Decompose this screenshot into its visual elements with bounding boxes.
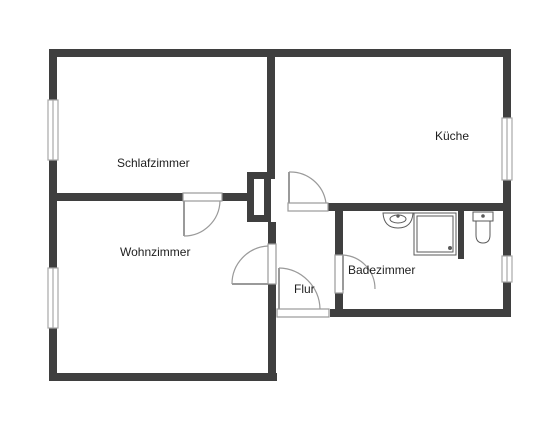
window-bedroom (47, 99, 59, 161)
shaft-inner (254, 179, 264, 215)
wall-hall-bath-lower (335, 293, 343, 317)
door-entrance (276, 267, 330, 318)
label-kueche: Küche (435, 129, 469, 143)
door-bedroom (182, 192, 223, 237)
door-kitchen (287, 171, 329, 212)
label-schlafzimmer: Schlafzimmer (117, 156, 190, 170)
window-living (47, 267, 59, 329)
wall-bedroom-kitchen (267, 49, 275, 179)
wall-living-hall-upper (268, 222, 276, 244)
wall-bottom-bath (330, 309, 511, 317)
wall-right (503, 49, 511, 317)
walls (49, 49, 511, 381)
wall-shower (458, 211, 464, 259)
wall-hall-bath-upper (335, 203, 343, 255)
wall-left (49, 49, 57, 381)
door-living (231, 243, 277, 285)
window-bathroom (501, 255, 513, 283)
window-kitchen (501, 117, 513, 181)
room-labels: Schlafzimmer Küche Wohnzimmer Flur Badez… (117, 129, 469, 296)
wall-kitchen-bath (328, 203, 511, 211)
doors (182, 171, 376, 318)
wall-living-hall-lower (268, 284, 276, 381)
wall-bedroom-living-left (49, 193, 183, 201)
label-flur: Flur (294, 282, 315, 296)
wall-top (49, 49, 511, 57)
fixtures (382, 211, 494, 256)
label-wohnzimmer: Wohnzimmer (120, 245, 190, 259)
toilet-icon (472, 211, 494, 244)
wall-bedroom-living-right (222, 193, 250, 201)
door-bathroom (334, 254, 376, 294)
wall-bottom-living (49, 373, 277, 381)
washbasin-icon (382, 212, 414, 229)
label-badezimmer: Badezimmer (348, 263, 415, 277)
windows (47, 99, 513, 329)
shower-icon (413, 212, 457, 256)
